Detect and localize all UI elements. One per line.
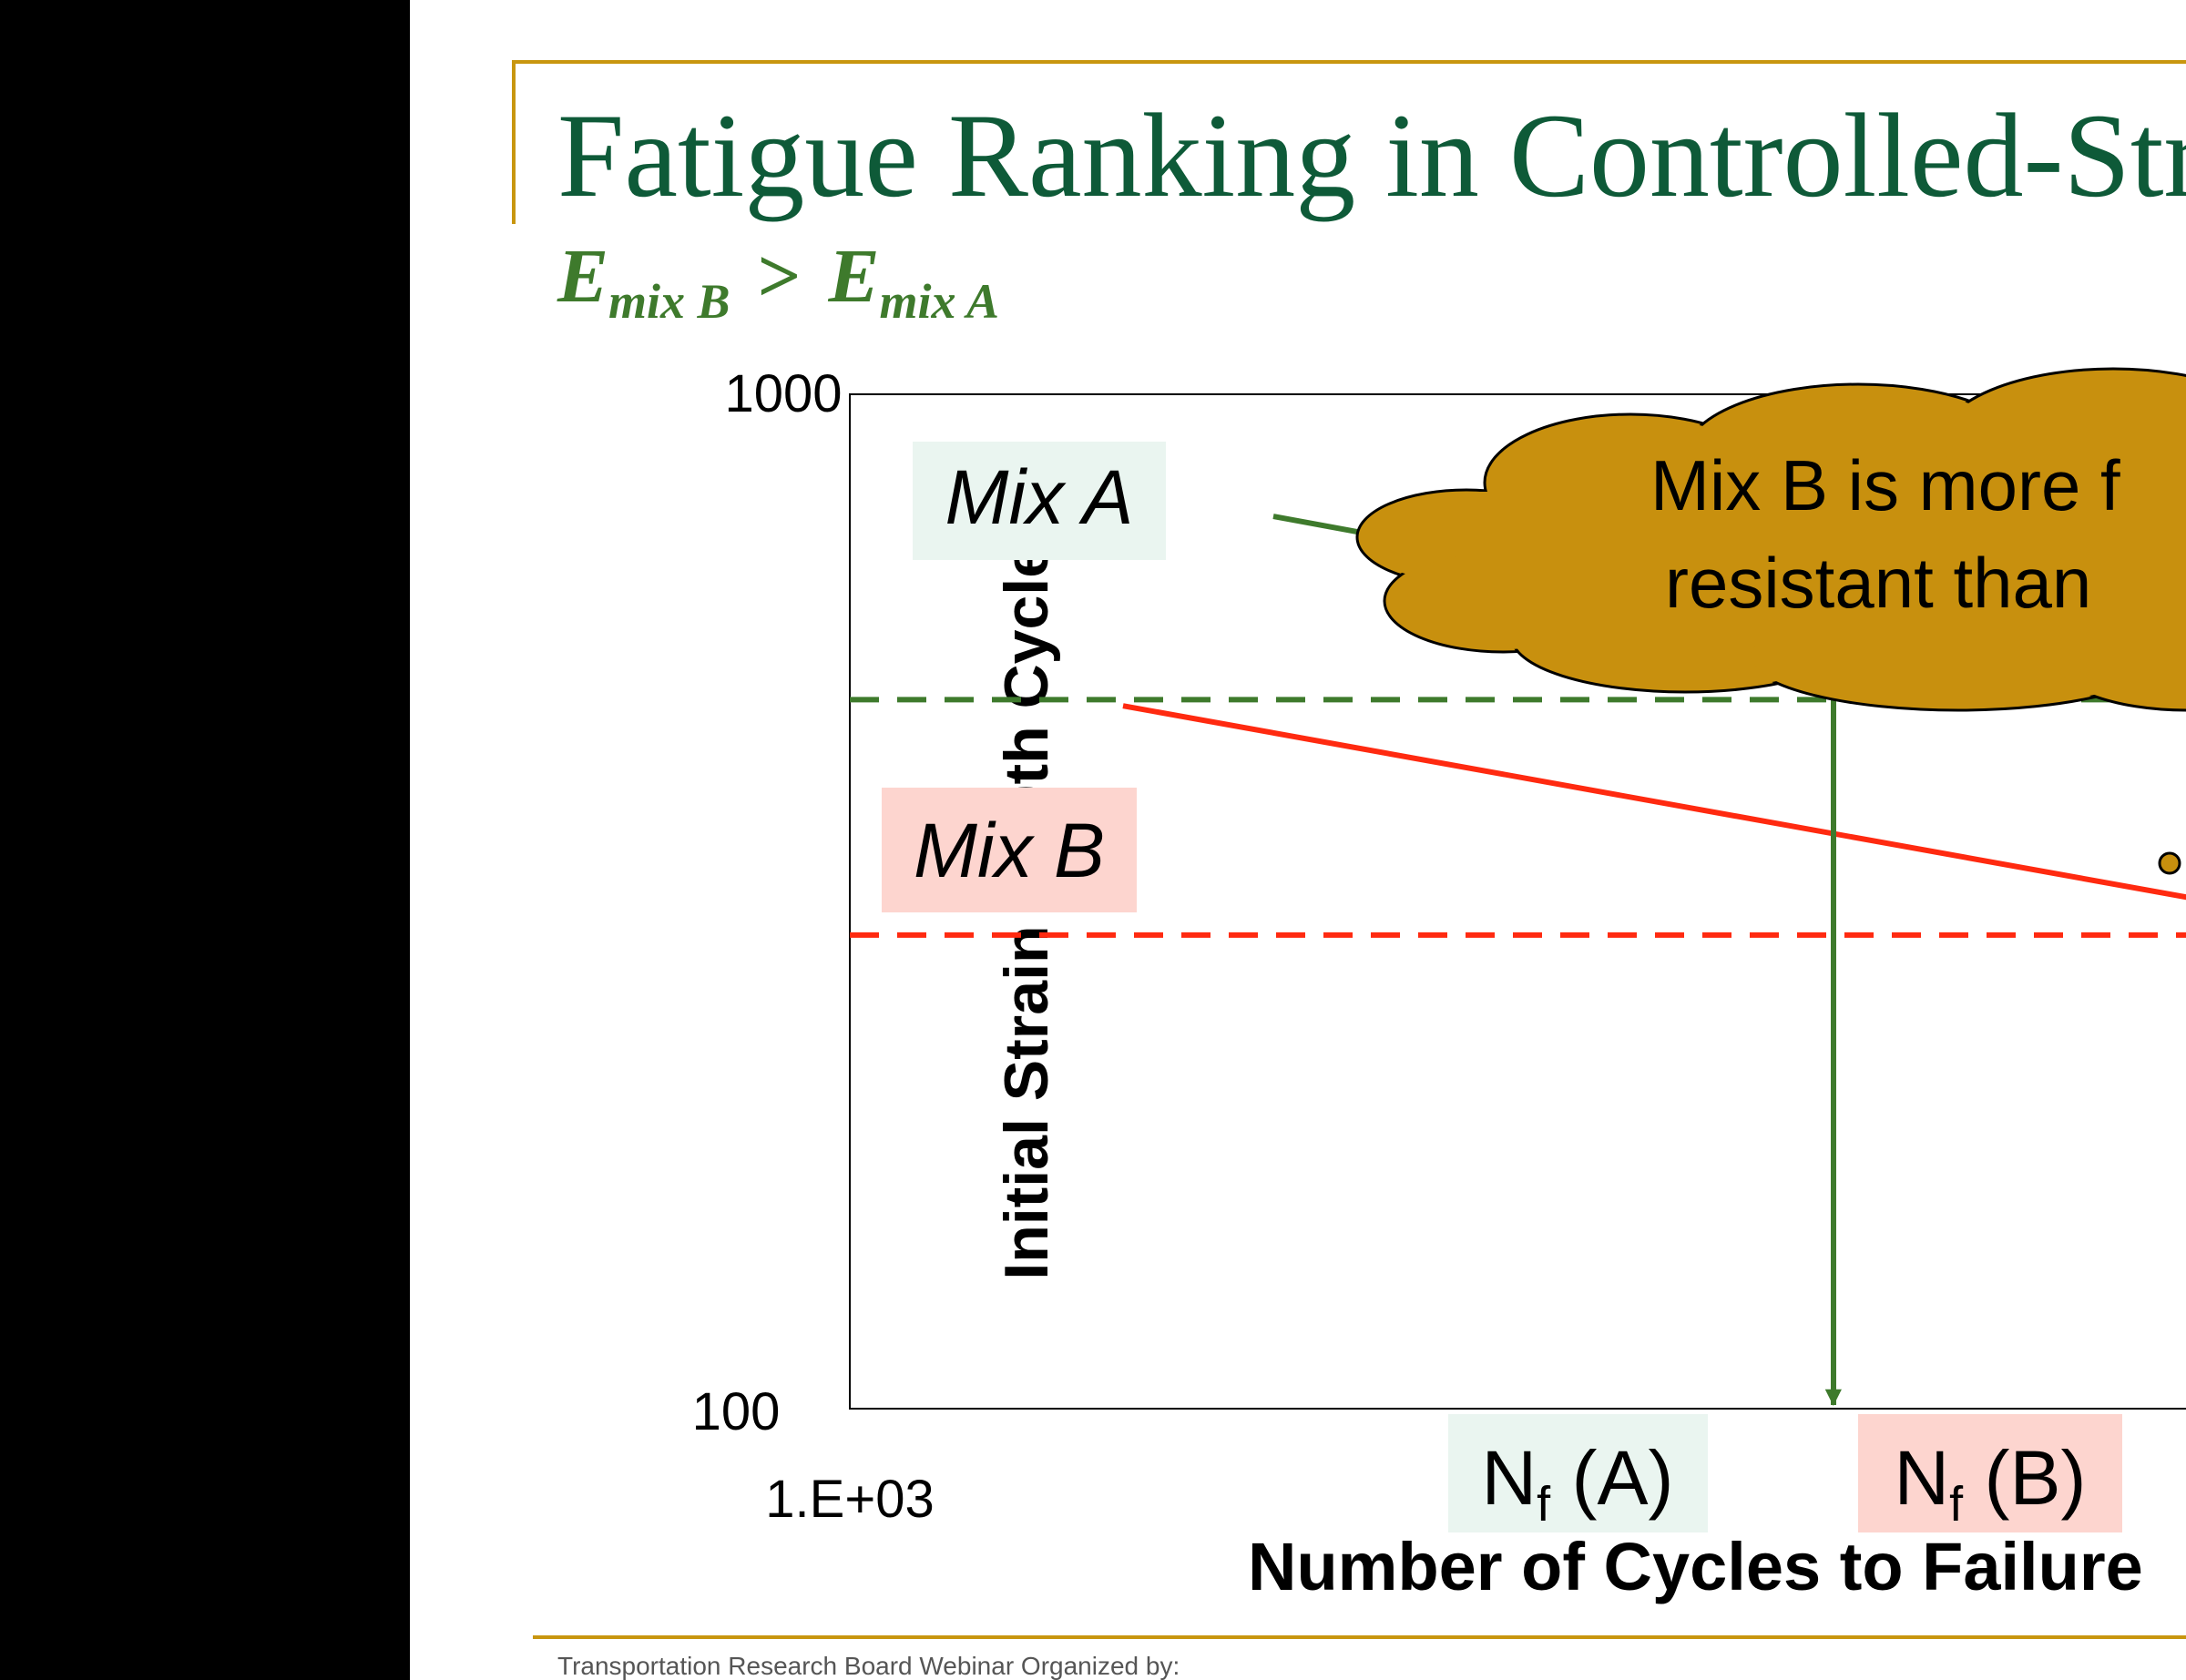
- title-accent-rule: [512, 60, 2186, 64]
- nf-a-subscript: f: [1537, 1477, 1551, 1532]
- nf-b-label: Nf (B): [1895, 1435, 2087, 1532]
- mix-a-label: Mix A: [945, 454, 1134, 540]
- subtitle-sub-mix-b: mix B: [608, 274, 730, 329]
- footer-text: Transportation Research Board Webinar Or…: [557, 1652, 1180, 1680]
- slide-subtitle: Emix B>Emix A: [557, 239, 999, 329]
- thought-cloud: Mix B is more f resistant than: [1355, 367, 2186, 875]
- x-axis-label: Number of Cycles to Failure: [1248, 1529, 2143, 1604]
- mix-b-label: Mix B: [914, 808, 1105, 893]
- plot-area-frame: [849, 393, 2186, 1410]
- title-accent-rule-left: [512, 60, 516, 224]
- slide: Fatigue Ranking in Controlled-Stre Emix …: [410, 0, 2186, 1680]
- x-tick-label-1e3: 1.E+03: [765, 1470, 934, 1529]
- nf-a-suffix: (A): [1550, 1435, 1673, 1521]
- subtitle-sub-mix-a: mix A: [879, 274, 999, 329]
- nf-b-suffix: (B): [1963, 1435, 2086, 1521]
- subtitle-e-mix-b: E: [557, 234, 609, 319]
- mix-b-series-line: [1122, 703, 2186, 901]
- nf-a-label: Nf (A): [1482, 1435, 1674, 1532]
- footer-accent-rule: [533, 1635, 2186, 1639]
- subtitle-operator: >: [757, 234, 802, 319]
- nf-b-n: N: [1895, 1435, 1950, 1521]
- subtitle-e-mix-a: E: [828, 234, 880, 319]
- cloud-text-line-1: Mix B is more f: [1650, 445, 2120, 525]
- cloud-text-line-2: resistant than: [1665, 543, 2091, 623]
- slide-title: Fatigue Ranking in Controlled-Stre: [557, 88, 2186, 222]
- black-side-band: [0, 0, 410, 1680]
- nf-a-n: N: [1482, 1435, 1537, 1521]
- y-tick-label-1000: 1000: [724, 364, 842, 423]
- mix-b-label-box: [882, 788, 1137, 912]
- fatigue-chart: Initial Strain (100th Cycle) 1000 100 1.…: [692, 364, 2186, 1604]
- thought-bubble-small: [2158, 851, 2181, 875]
- y-tick-label-100: 100: [692, 1382, 781, 1441]
- nf-b-label-box: [1858, 1414, 2122, 1532]
- mix-a-label-box: [913, 442, 1166, 560]
- nf-b-subscript: f: [1949, 1477, 1964, 1532]
- nf-a-label-box: [1448, 1414, 1708, 1532]
